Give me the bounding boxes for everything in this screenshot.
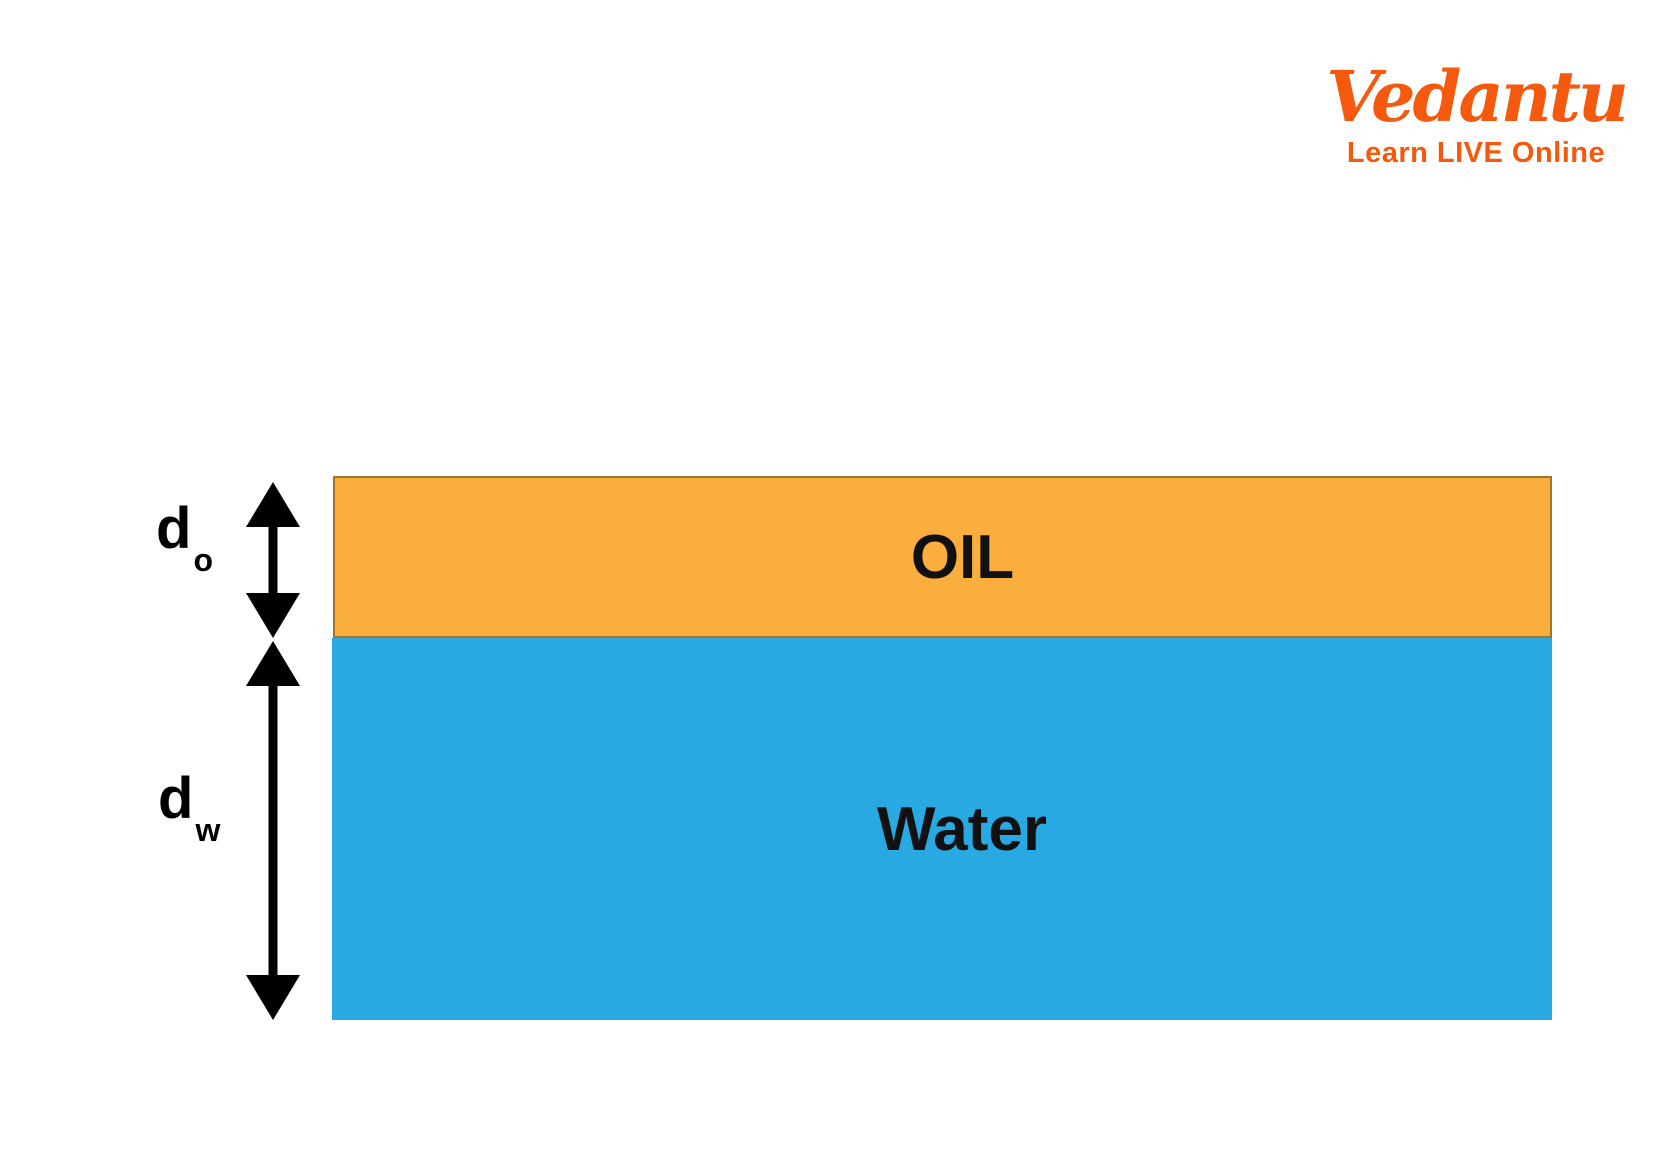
arrowhead-up	[246, 482, 300, 527]
arrowhead-down	[246, 593, 300, 638]
arrowhead-up	[246, 641, 300, 686]
water-depth-arrow-icon	[246, 641, 300, 1020]
oil-layer-rect: OIL	[333, 476, 1552, 638]
vedantu-wordmark: Vedantu	[1326, 55, 1629, 138]
oil-depth-arrow-icon	[246, 482, 300, 638]
arrow-shaft	[268, 681, 278, 980]
water-layer-label: Water	[877, 794, 1047, 864]
oil-depth-subscript: o	[193, 541, 213, 578]
oil-depth-label: do	[156, 500, 213, 576]
oil-depth-symbol: d	[156, 496, 192, 561]
arrow-shaft	[268, 522, 278, 598]
oil-layer-label: OIL	[910, 522, 1015, 592]
water-depth-label: dw	[158, 770, 220, 846]
arrowhead-down	[246, 975, 300, 1020]
logo-tagline: Learn LIVE Online	[1346, 137, 1606, 169]
water-depth-subscript: w	[195, 811, 221, 848]
vedantu-logo: Vedantu Learn LIVE Online	[1326, 55, 1629, 170]
water-depth-symbol: d	[158, 766, 194, 831]
water-layer-rect: Water	[332, 638, 1552, 1020]
